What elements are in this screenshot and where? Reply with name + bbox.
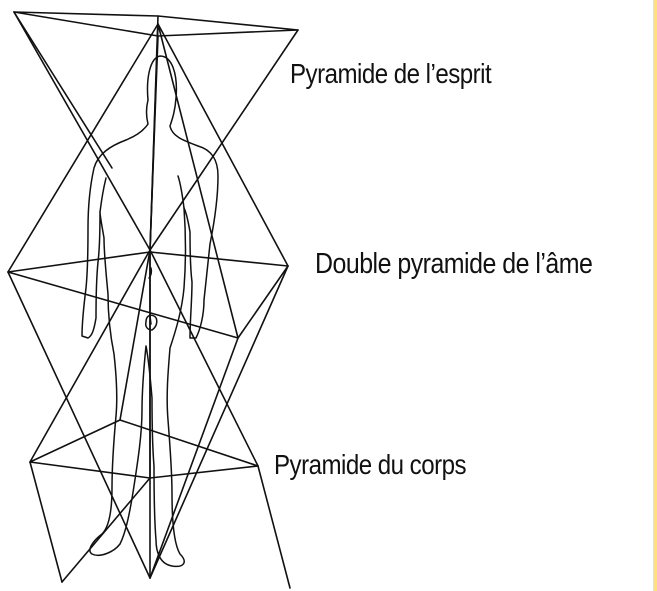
body-edge-right bbox=[150, 250, 258, 466]
soul-upper-edge-left bbox=[8, 24, 158, 272]
groin-mark-inner bbox=[150, 316, 151, 324]
spirit-edge-left bbox=[14, 12, 112, 168]
soul-double-pyramid-label: Double pyramide de l’âme bbox=[315, 248, 592, 281]
body-foot-left bbox=[30, 462, 62, 582]
body-pyramid-base bbox=[30, 420, 258, 478]
body-foot-cross bbox=[62, 478, 150, 582]
spirit-pyramid-top-face bbox=[14, 12, 298, 36]
left-arm-inner-line bbox=[100, 178, 106, 212]
spirit-edge-right bbox=[150, 30, 298, 250]
soul-lower-edge-left bbox=[8, 272, 150, 578]
spirit-pyramid bbox=[14, 12, 298, 250]
body-pyramid-label: Pyramide du corps bbox=[274, 449, 466, 481]
body-pyramid bbox=[30, 250, 290, 588]
right-edge-strip bbox=[653, 0, 657, 591]
soul-lower-edge-right bbox=[150, 266, 288, 578]
soul-upper-edge-right bbox=[158, 24, 288, 266]
soul-lower-edge-front bbox=[150, 338, 238, 578]
spirit-edge-inner bbox=[14, 12, 150, 250]
body-foot-right bbox=[258, 466, 290, 588]
spirit-pyramid-label: Pyramide de l’esprit bbox=[290, 58, 491, 90]
